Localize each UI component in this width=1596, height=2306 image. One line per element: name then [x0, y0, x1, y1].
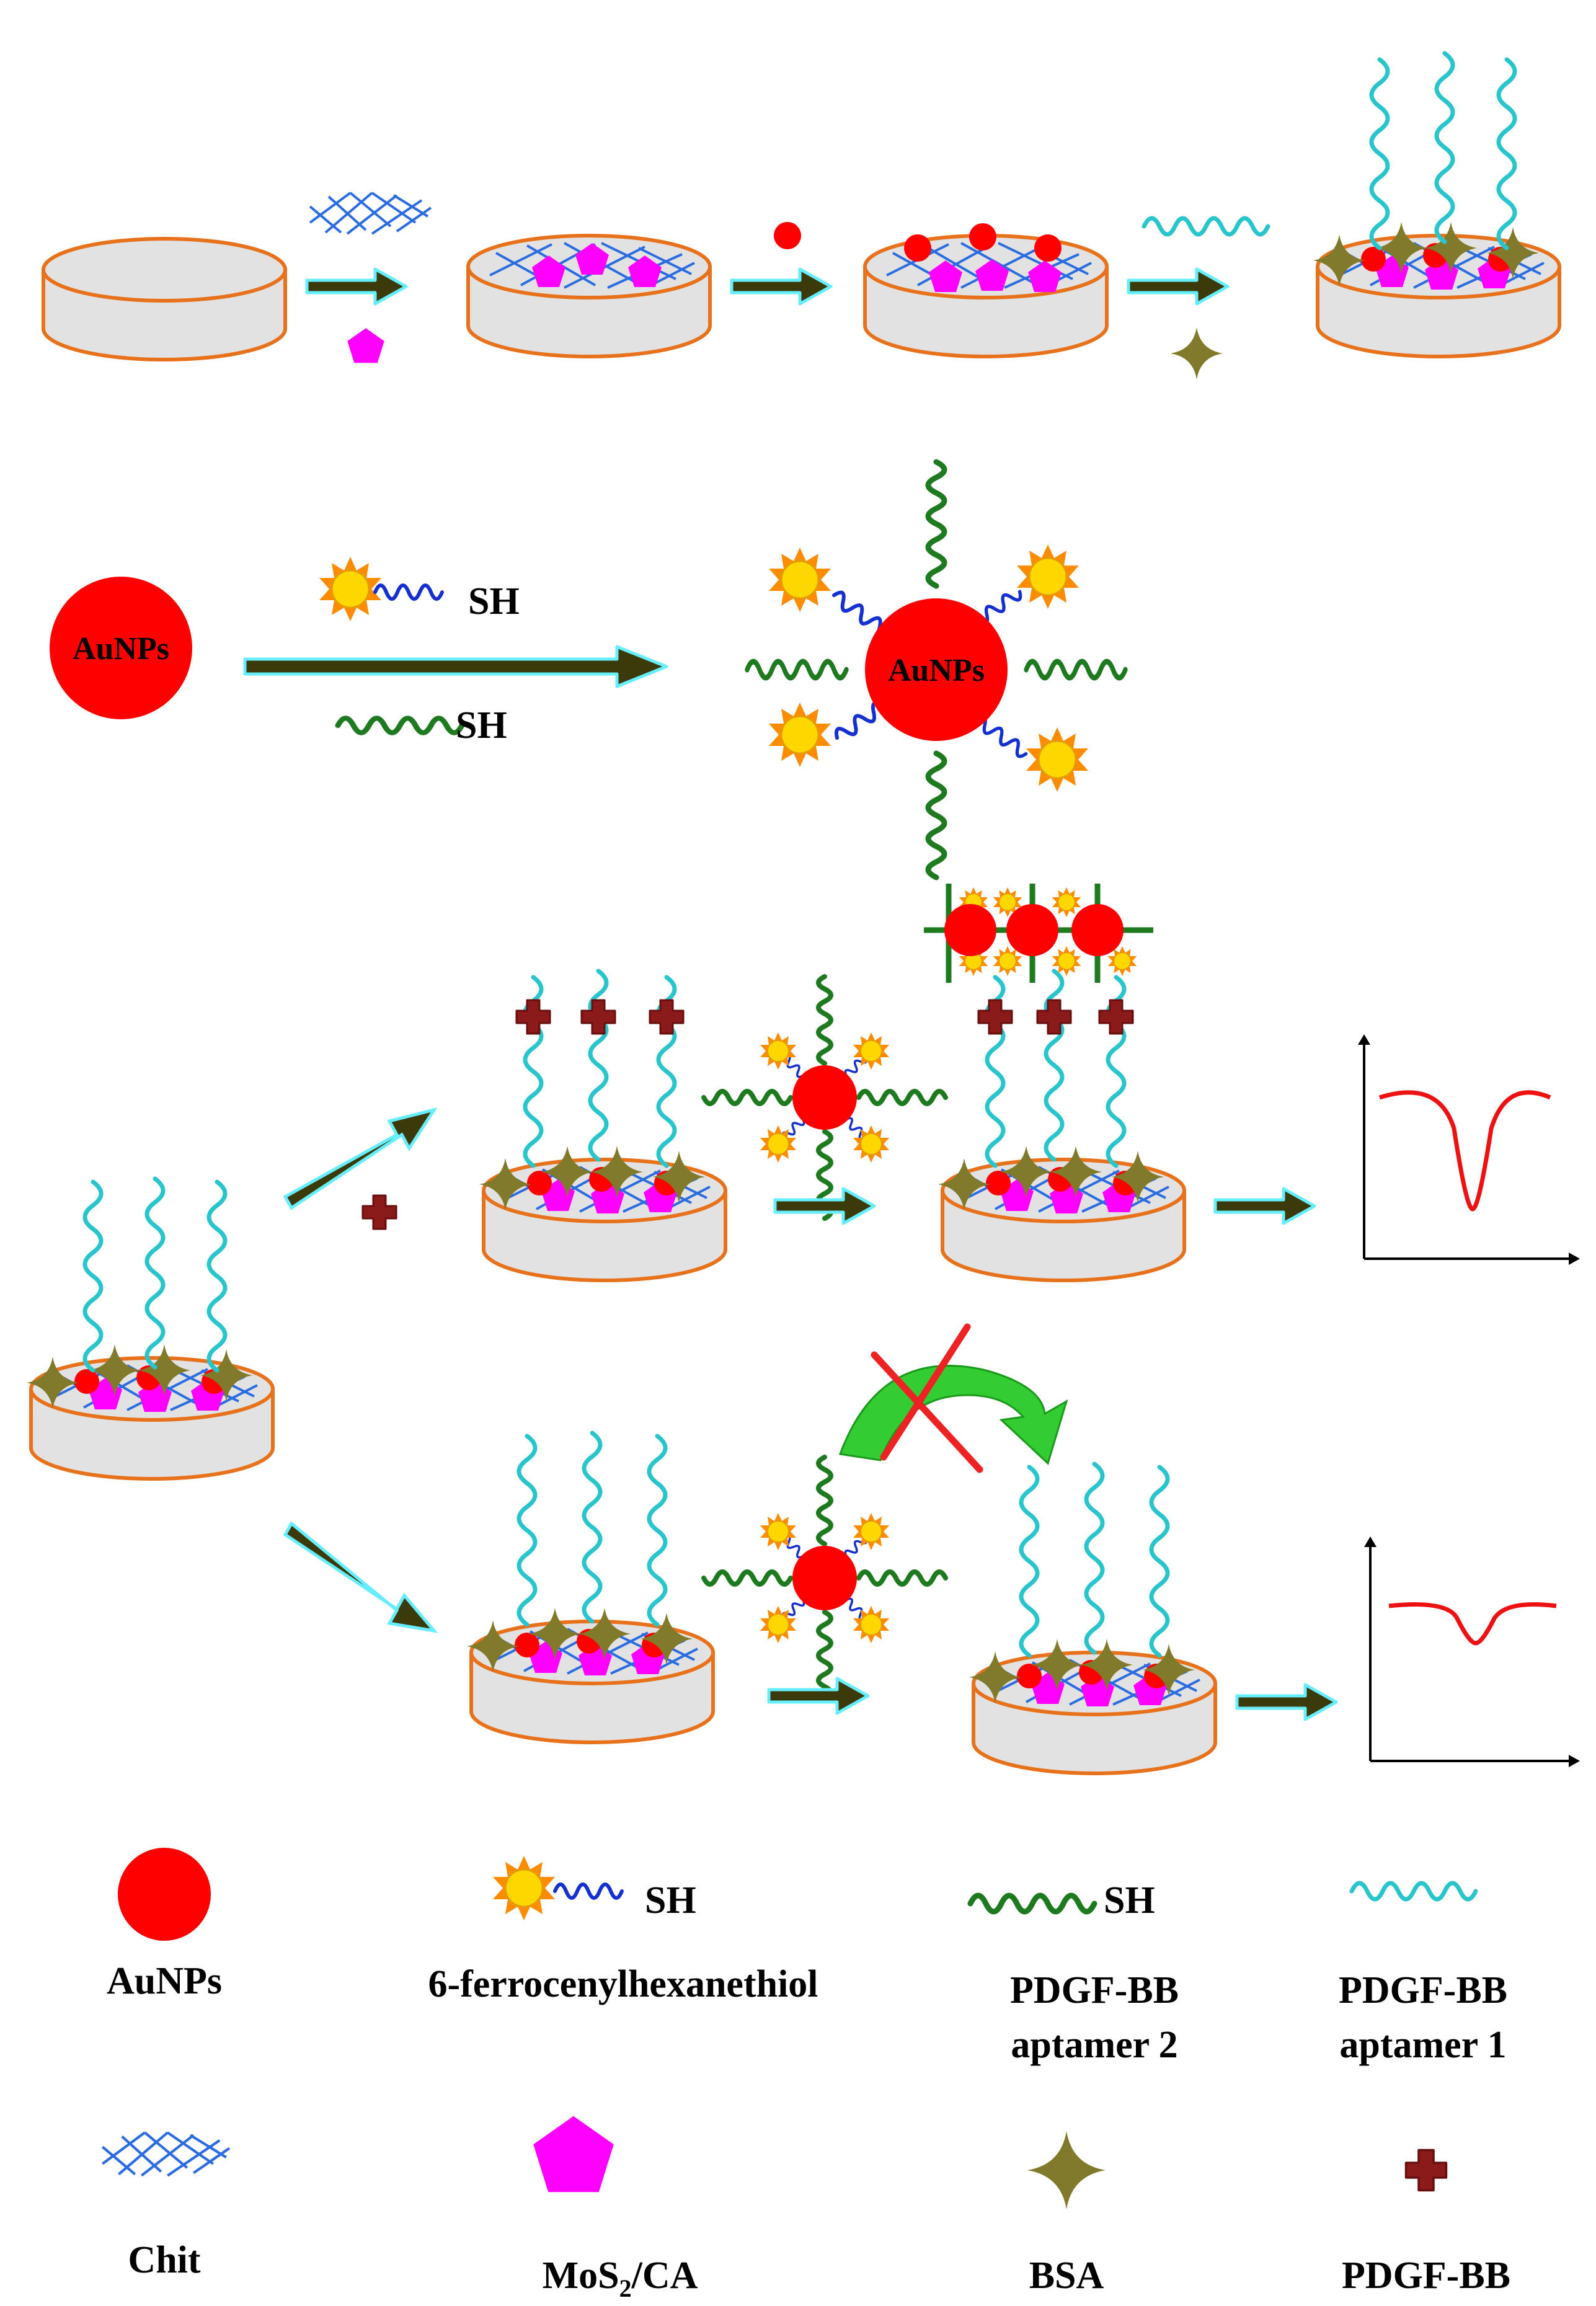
arrow — [283, 1521, 438, 1633]
pdgf-addition — [361, 1194, 397, 1230]
svg-text:aptamer 2: aptamer 2 — [1011, 2024, 1177, 2066]
legend-pdgf: PDGF-BB — [1342, 2149, 1510, 2297]
legend-chit: Chit — [102, 2132, 229, 2281]
arrow — [307, 269, 406, 304]
blocked-binding-arrow — [838, 1323, 1068, 1473]
svg-text:SH: SH — [1104, 1879, 1155, 1922]
signal-plot-low — [1364, 1537, 1580, 1767]
svg-text:PDGF-BB: PDGF-BB — [1342, 2255, 1510, 2297]
row1-bare-electrode — [43, 239, 285, 360]
svg-text:PDGF-BB: PDGF-BB — [1339, 1969, 1507, 2011]
arrow — [1128, 269, 1228, 304]
aunp-addition — [774, 222, 801, 249]
aunp-probe-small — [704, 977, 946, 1218]
electrode-target-bound — [479, 971, 725, 1280]
svg-text:Chit: Chit — [128, 2239, 200, 2281]
electrode-no-target — [467, 1433, 713, 1742]
arrow — [1237, 1685, 1336, 1719]
electrode-unchanged — [969, 1464, 1215, 1773]
row1-aunp-electrode — [865, 223, 1107, 357]
legend-bsa: BSA — [1027, 2131, 1106, 2297]
svg-text:SH: SH — [645, 1879, 696, 1922]
aunp-probe-large: AuNPs — [747, 462, 1125, 877]
arrow — [283, 1107, 438, 1210]
svg-text:SH: SH — [456, 704, 507, 747]
row1-aptamer-electrode — [1313, 53, 1559, 357]
row1-chit-mos2-electrode — [468, 236, 710, 357]
row1-chit-mos2-addition — [309, 192, 432, 363]
legend-ferrocenyl: SH 6-ferrocenylhexanethiol — [428, 1855, 818, 2005]
legend-aptamer2: SH PDGF-BB aptamer 2 — [970, 1879, 1179, 2066]
aptamer2-thiol-reagent: SH — [338, 704, 507, 747]
ferrocenyl-thiol-reagent: SH — [318, 556, 520, 623]
svg-text:6-ferrocenylhexanethiol: 6-ferrocenylhexanethiol — [428, 1963, 818, 2005]
svg-text:PDGF-BB: PDGF-BB — [1010, 1969, 1179, 2011]
legend-mos2: MoS2/CA — [533, 2116, 698, 2302]
svg-text:AuNPs: AuNPs — [888, 653, 985, 688]
modified-electrode-left — [27, 1179, 273, 1479]
svg-text:AuNPs: AuNPs — [73, 631, 169, 667]
arrow — [1215, 1189, 1314, 1223]
legend-aptamer1: PDGF-BB aptamer 1 — [1339, 1883, 1507, 2066]
arrow — [245, 647, 667, 686]
aunps-particle: AuNPs — [50, 577, 192, 719]
legend-aunps: AuNPs — [107, 1848, 222, 2002]
aunp-probe-small — [704, 1457, 946, 1699]
svg-text:BSA: BSA — [1029, 2255, 1104, 2297]
svg-text:MoS2/CA: MoS2/CA — [543, 2255, 698, 2302]
legend: AuNPs SH 6-ferrocenylhexanethiol SH PDGF… — [102, 1848, 1510, 2302]
svg-text:aptamer 1: aptamer 1 — [1339, 2024, 1506, 2066]
signal-plot-high — [1358, 1034, 1580, 1265]
arrow — [732, 269, 831, 304]
electrode-sandwich — [924, 884, 1184, 1280]
svg-text:SH: SH — [468, 580, 520, 623]
svg-text:AuNPs: AuNPs — [107, 1960, 222, 2002]
